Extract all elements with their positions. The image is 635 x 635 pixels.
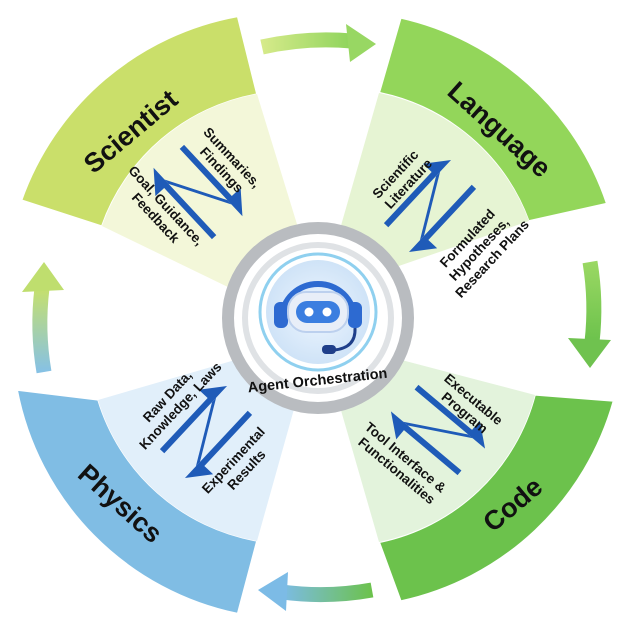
inner-sector-physics xyxy=(98,360,296,541)
arrow-language-to-code xyxy=(582,260,602,343)
arrowhead-to-scientist xyxy=(22,262,64,292)
center-hub: Agent Orchestration xyxy=(222,222,414,414)
arrowhead-to-language xyxy=(346,24,376,62)
hub-glow-ring xyxy=(258,252,378,372)
cycle-arrows xyxy=(22,24,611,611)
arrow-physics-to-scientist xyxy=(32,287,52,374)
arrow-code-to-physics xyxy=(281,582,374,603)
arrowhead-to-code xyxy=(568,338,611,368)
exchange-arrow-scientist xyxy=(153,144,243,240)
exchange-arrow-code xyxy=(390,384,486,476)
hub-outer-ring xyxy=(222,222,414,414)
hub-inner-ring xyxy=(242,242,394,394)
exchange-arrows xyxy=(153,144,486,479)
exchange-arrow-language xyxy=(383,159,477,253)
arrow-scientist-to-language xyxy=(260,32,353,55)
arrowhead-to-physics xyxy=(258,572,288,611)
robot-icon xyxy=(274,281,362,354)
exchange-arrow-physics xyxy=(159,385,253,479)
